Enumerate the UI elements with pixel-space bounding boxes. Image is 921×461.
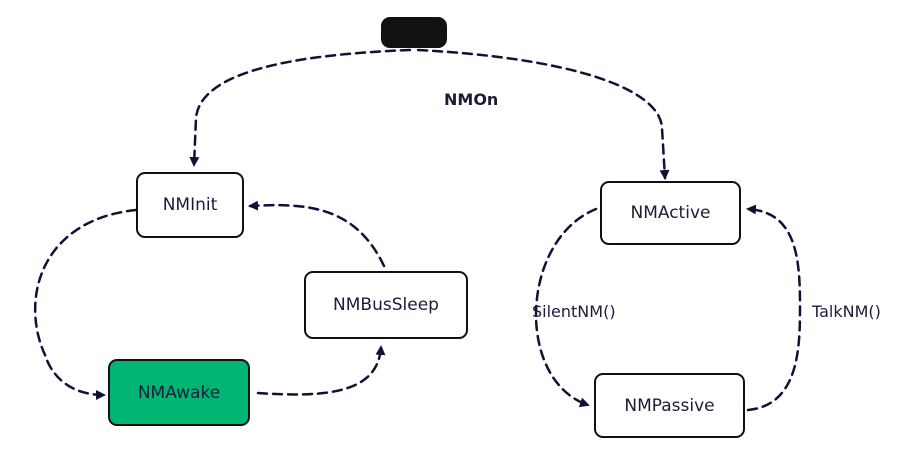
state-nmpassive: NMPassive [594,373,745,438]
state-nmactive: NMActive [600,181,741,245]
edge-start-to-nmactive [416,48,670,180]
state-label: NMInit [162,195,218,215]
edge-nmpassive-to-nmactive [746,204,802,412]
start-node [381,17,447,48]
edge-label-talknm: TalkNM() [812,302,881,321]
edge-start-to-nminit [189,48,412,167]
edge-nmawake-to-nmbussleep [256,345,386,396]
state-label: NMPassive [624,395,715,416]
state-label: NMActive [630,203,711,223]
edge-nmactive-to-nmpassive [534,207,598,408]
state-nmawake: NMAwake [108,359,250,426]
edge-nminit-to-nmawake [33,208,138,400]
edge-label-silentnm: SilentNM() [532,302,616,321]
state-nmbussleep: NMBusSleep [304,271,468,339]
state-label: NMBusSleep [333,295,439,315]
edge-label-nmon: NMOn [444,90,499,109]
edge-nmbussleep-to-nminit [248,200,386,268]
state-nminit: NMInit [136,172,244,238]
state-label: NMAwake [137,382,221,403]
